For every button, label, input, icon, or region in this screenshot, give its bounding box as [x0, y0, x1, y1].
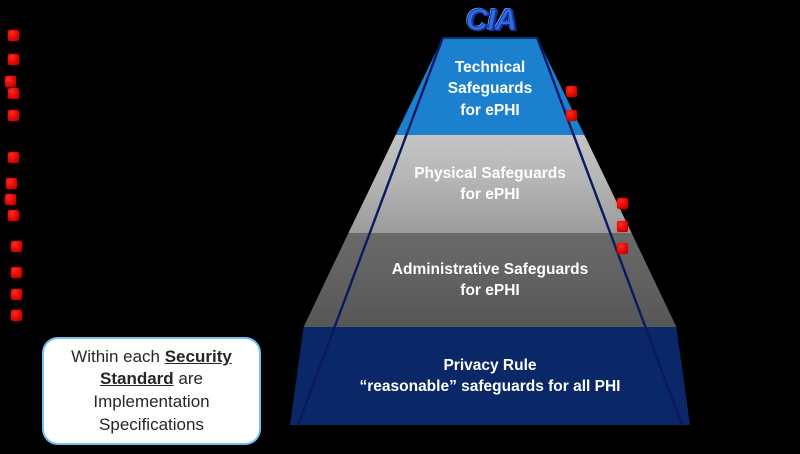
bullet-marker-right-2: [617, 198, 628, 209]
implementation-specifications-callout[interactable]: Within each Security Standard are Implem…: [42, 337, 261, 445]
bullet-marker-left-3: [8, 88, 19, 99]
callout-text-emphasis: Security Standard: [100, 346, 232, 389]
callout-text-part2: are Implementation Specifications: [93, 369, 210, 434]
pyramid-tier-administrative[interactable]: Administrative Safeguards for ePHI: [303, 233, 677, 327]
bullet-marker-right-1: [566, 110, 577, 121]
tier-administrative-line1: Administrative Safeguards: [391, 260, 589, 278]
bullet-marker-left-7: [5, 194, 16, 205]
bullet-marker-left-12: [11, 310, 22, 321]
tier-technical-line3: for ePHI: [460, 101, 520, 119]
bullet-marker-left-11: [11, 289, 22, 300]
bullet-marker-right-3: [617, 221, 628, 232]
tier-administrative-line2: for ePHI: [460, 282, 520, 299]
pyramid-tier-technical[interactable]: Technical Safeguards for ePHI: [395, 37, 585, 135]
tier-physical-line1: Physical Safeguards: [414, 164, 566, 182]
bullet-marker-right-0: [566, 86, 577, 97]
bullet-marker-left-1: [8, 54, 19, 65]
tier-technical-line1: Technical: [454, 58, 526, 76]
bullet-marker-left-10: [11, 267, 22, 278]
bullet-marker-left-9: [11, 241, 22, 252]
bullet-marker-left-8: [8, 210, 19, 221]
bullet-marker-left-5: [8, 152, 19, 163]
tier-technical-line2: Safeguards: [447, 80, 533, 98]
bullet-marker-left-6: [6, 178, 17, 189]
callout-text: Within each Security Standard are Implem…: [53, 346, 250, 436]
bullet-marker-left-0: [8, 30, 19, 41]
cia-wordart-title: CIA: [465, 2, 517, 38]
tier-privacy-line1: Privacy Rule: [443, 356, 537, 374]
bullet-marker-right-4: [617, 243, 628, 254]
tier-physical-line2: for ePHI: [460, 186, 520, 203]
pyramid-tier-privacy[interactable]: Privacy Rule “reasonable” safeguards for…: [290, 327, 690, 425]
callout-text-part1: Within each: [71, 346, 165, 366]
bullet-marker-left-2: [5, 76, 16, 87]
pyramid-tier-physical[interactable]: Physical Safeguards for ePHI: [348, 135, 632, 233]
bullet-marker-left-4: [8, 110, 19, 121]
hipaa-safeguards-pyramid: Technical Safeguards for ePHI Physical S…: [290, 0, 690, 432]
tier-privacy-line2: “reasonable” safeguards for all PHI: [359, 378, 621, 395]
